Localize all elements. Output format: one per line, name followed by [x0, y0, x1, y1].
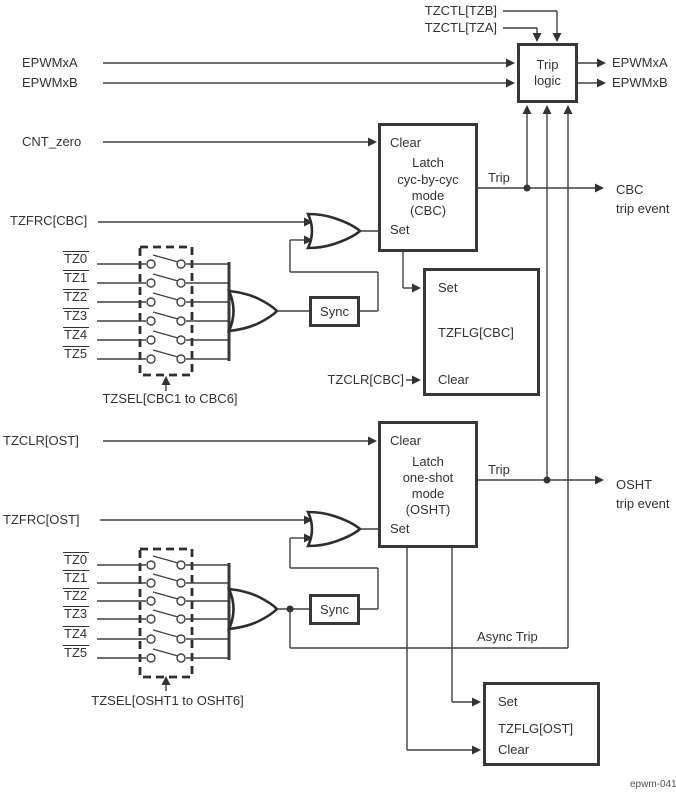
osht-latch-set: Set — [390, 521, 410, 536]
tz2-label: TZ2 — [63, 289, 90, 304]
sync-box-osht: Sync — [309, 594, 360, 625]
epwmxa-input-label: EPWMxA — [22, 55, 78, 70]
cnt-zero-wire — [103, 137, 377, 147]
tzfrc-ost-label: TZFRC[OST] — [3, 512, 80, 527]
tzflg-ost-name: TZFLG[OST] — [498, 721, 574, 736]
tzflg-cbc-clear: Clear — [438, 372, 470, 387]
switch-bank-cbc — [97, 245, 309, 391]
tzflg-ost-box: Set TZFLG[OST] Clear — [483, 682, 600, 766]
trip-logic-label2: logic — [534, 73, 561, 88]
trip-logic-box: Trip logic — [517, 43, 578, 103]
tzfrc-cbc-label: TZFRC[CBC] — [10, 213, 88, 228]
tzflg-ost-clear: Clear — [498, 742, 530, 757]
tzctl-wires — [503, 10, 562, 42]
tz4-label: TZ4 — [63, 327, 90, 342]
osht-trip-event-label2: trip event — [616, 496, 670, 511]
trip-logic-label: Trip — [536, 57, 559, 72]
tz3-label: TZ3 — [63, 308, 90, 323]
epwmxb-input-label: EPWMxB — [22, 75, 78, 90]
switch-row — [97, 349, 229, 364]
cbc-latch-clear: Clear — [390, 135, 422, 150]
osht-latch-box: Clear Latch one-shot mode (OSHT) Set — [378, 421, 478, 548]
switch-row — [97, 311, 229, 326]
switch-row — [97, 648, 229, 663]
figure-id: epwm-041 — [630, 779, 676, 790]
tzflg-ost-set: Set — [498, 694, 518, 709]
switch-row — [97, 273, 229, 288]
tz0-label: TZ0 — [63, 251, 90, 266]
cbc-flag-wires — [402, 252, 421, 385]
or-gate-cbc — [226, 289, 279, 333]
tz1-label: TZ1 — [63, 570, 90, 585]
switch-bank-osht — [97, 547, 309, 691]
cnt-zero-label: CNT_zero — [22, 134, 82, 149]
cbc-latch-title3: mode — [411, 188, 445, 203]
switch-row — [97, 555, 229, 570]
osht-latch-title3: mode — [411, 486, 445, 501]
osht-trip-event-label: OSHT — [616, 477, 653, 492]
tzclr-cbc-label: TZCLR[CBC] — [327, 372, 404, 387]
tzsel-osht-label: TZSEL[OSHT1 to OSHT6] — [91, 693, 244, 708]
osht-latch-title4: (OSHT) — [405, 502, 451, 517]
tz5-label: TZ5 — [63, 645, 90, 660]
async-trip-wire — [289, 609, 568, 649]
tzclr-ost-label: TZCLR[OST] — [3, 433, 79, 448]
cbc-latch-title2: cyc-by-cyc — [397, 172, 459, 187]
switch-row — [97, 591, 229, 606]
cbc-latch-set: Set — [390, 222, 410, 237]
osht-latch-clear: Clear — [390, 433, 422, 448]
tzctl-tzb-label: TZCTL[TZB] — [424, 3, 497, 18]
ost-flag-wires — [406, 548, 481, 755]
switch-row — [97, 629, 229, 644]
switch-row — [97, 573, 229, 588]
cbc-or-sync-wires — [98, 212, 379, 312]
or-gate-osht — [226, 587, 279, 631]
tz1-label: TZ1 — [63, 270, 90, 285]
sync-label: Sync — [320, 303, 349, 319]
cbc-latch-box: Clear Latch cyc-by-cyc mode (CBC) Set — [378, 123, 478, 252]
tz2-label: TZ2 — [63, 588, 90, 603]
switch-row — [97, 254, 229, 269]
tzsel-cbc-label: TZSEL[CBC1 to CBC6] — [102, 391, 238, 406]
epwmxb-output-label: EPWMxB — [612, 75, 668, 90]
switch-row — [97, 330, 229, 345]
epwmxa-output-label: EPWMxA — [612, 55, 668, 70]
osht-input-wires — [100, 436, 379, 610]
osht-latch-title: Latch — [412, 454, 444, 469]
tzctl-tza-label: TZCTL[TZA] — [424, 20, 497, 35]
trip-lines — [478, 105, 604, 648]
cbc-trip-event-label2: trip event — [616, 201, 670, 216]
switch-row — [97, 609, 229, 624]
sync-box-cbc: Sync — [309, 296, 360, 327]
cbc-trip-wire-label: Trip — [488, 170, 510, 185]
async-trip-label: Async Trip — [477, 629, 538, 644]
tz3-label: TZ3 — [63, 606, 90, 621]
switch-row — [97, 292, 229, 307]
epwm-wires — [103, 58, 606, 88]
tzflg-cbc-box: Set TZFLG[CBC] Clear — [423, 268, 540, 396]
tz0-label: TZ0 — [63, 552, 90, 567]
osht-latch-title2: one-shot — [402, 470, 454, 485]
cbc-latch-title: Latch — [412, 155, 444, 170]
sync-label: Sync — [320, 601, 349, 617]
tzflg-cbc-set: Set — [438, 280, 458, 295]
tz5-label: TZ5 — [63, 346, 90, 361]
cbc-trip-event-label: CBC — [616, 182, 644, 197]
tz4-label: TZ4 — [63, 626, 90, 641]
osht-trip-wire-label: Trip — [488, 462, 510, 477]
tzflg-cbc-name: TZFLG[CBC] — [438, 325, 514, 340]
cbc-latch-title4: (CBC) — [409, 203, 447, 218]
